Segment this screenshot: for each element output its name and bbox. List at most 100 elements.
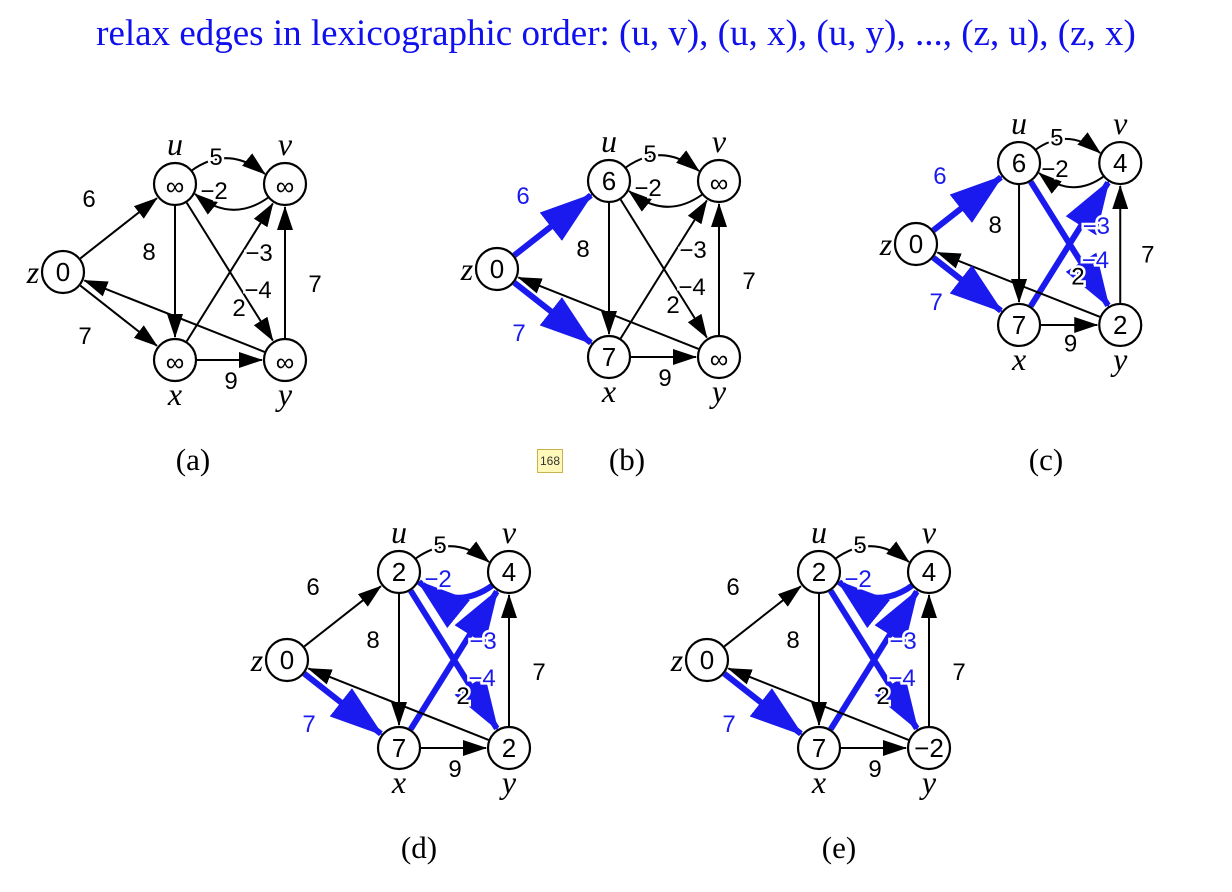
- edge-weight-y-v: 7: [308, 271, 321, 298]
- edge-weight-u-y: −4: [888, 665, 915, 692]
- node-value-y: −2: [914, 733, 944, 763]
- edge-weight-u-v: 5: [643, 141, 656, 168]
- edge-y-z: [936, 251, 1101, 318]
- node-label-y: y: [499, 764, 517, 800]
- node-y: [906, 725, 952, 771]
- edge-weight-x-y: 9: [868, 756, 881, 783]
- node-x: [996, 302, 1042, 348]
- edge-weight-u-v: 5: [1050, 125, 1063, 152]
- node-value-v: 4: [922, 557, 936, 587]
- edge-weight-y-v: 7: [1141, 241, 1154, 268]
- node-value-x: ∞: [166, 347, 185, 377]
- edge-weight-z-u: 6: [516, 183, 529, 210]
- edge-weight-u-v: 5: [433, 532, 446, 559]
- edge-weight-u-x: 8: [988, 212, 1001, 239]
- edge-z-x: [79, 284, 158, 347]
- edge-weight-u-x: 8: [366, 627, 379, 654]
- node-label-v: v: [278, 126, 293, 162]
- node-label-z: z: [460, 251, 474, 287]
- node-label-u: u: [1011, 105, 1027, 141]
- edge-weight-x-v: −3: [469, 628, 496, 655]
- edge-weight-v-u: −2: [424, 566, 451, 593]
- edge-weight-x-v: −3: [245, 240, 272, 267]
- node-u: [376, 549, 422, 595]
- node-value-v: 4: [1113, 148, 1127, 178]
- node-label-y: y: [709, 373, 727, 409]
- edge-weight-y-v: 7: [952, 659, 965, 686]
- node-u: [586, 158, 632, 204]
- edge-weight-y-z: 2: [876, 683, 889, 710]
- node-z: [893, 221, 939, 267]
- node-x: [796, 725, 842, 771]
- node-x: [586, 334, 632, 380]
- edge-x-v: [1028, 179, 1111, 308]
- panel-caption-e: (e): [822, 830, 856, 865]
- node-label-x: x: [601, 373, 616, 409]
- edge-weight-v-u: −2: [200, 178, 227, 205]
- edge-weight-u-y: −4: [244, 277, 271, 304]
- node-label-u: u: [811, 514, 827, 550]
- node-label-v: v: [712, 123, 727, 159]
- edge-weight-u-v: 5: [209, 144, 222, 171]
- node-v: [486, 549, 532, 595]
- node-value-z: 0: [909, 229, 923, 259]
- edge-weight-x-y: 9: [224, 368, 237, 395]
- node-value-z: 0: [700, 645, 714, 675]
- node-label-x: x: [1011, 341, 1026, 377]
- node-value-v: ∞: [710, 168, 729, 198]
- edge-weight-x-y: 9: [658, 365, 671, 392]
- edge-y-z: [83, 279, 265, 353]
- node-label-y: y: [275, 376, 293, 412]
- edge-weight-z-u: 6: [933, 163, 946, 190]
- node-value-z: 0: [56, 257, 70, 287]
- edge-weight-z-u: 6: [82, 186, 95, 213]
- node-z: [264, 637, 310, 683]
- edge-weight-z-x: 7: [722, 711, 735, 738]
- node-label-z: z: [250, 642, 264, 678]
- node-value-u: 6: [602, 166, 616, 196]
- node-label-z: z: [26, 254, 40, 290]
- node-label-u: u: [167, 126, 183, 162]
- node-v: [696, 158, 742, 204]
- node-label-x: x: [391, 764, 406, 800]
- node-label-y: y: [919, 764, 937, 800]
- edge-weight-y-z: 2: [666, 292, 679, 319]
- node-z: [474, 246, 520, 292]
- edge-weight-x-y: 9: [448, 756, 461, 783]
- edge-weight-v-u: −2: [634, 175, 661, 202]
- edge-z-x: [722, 671, 804, 737]
- node-x: [152, 337, 198, 383]
- node-label-x: x: [811, 764, 826, 800]
- edge-weight-u-v: 5: [853, 532, 866, 559]
- edge-weight-y-z: 2: [1071, 263, 1084, 290]
- edge-x-v: [828, 588, 920, 731]
- node-value-x: 7: [602, 342, 616, 372]
- slide-number-badge: 168: [537, 449, 563, 473]
- node-value-u: 6: [1012, 148, 1026, 178]
- node-value-y: 2: [1113, 310, 1127, 340]
- node-label-v: v: [922, 514, 937, 550]
- node-value-u: 2: [812, 557, 826, 587]
- edge-u-v: [190, 153, 266, 175]
- node-label-z: z: [670, 642, 684, 678]
- edge-x-v: [408, 588, 500, 731]
- edge-y-z: [517, 276, 699, 350]
- edge-weight-v-u: −2: [844, 566, 871, 593]
- node-y: [262, 337, 308, 383]
- node-value-y: ∞: [710, 344, 729, 374]
- node-value-u: 2: [392, 557, 406, 587]
- edge-v-u: [194, 193, 270, 215]
- panel-caption-b: (b): [609, 442, 645, 477]
- edge-weight-u-y: −4: [1082, 247, 1109, 274]
- node-label-v: v: [502, 514, 517, 550]
- panel-caption-d: (d): [401, 830, 437, 865]
- edge-weight-z-u: 6: [306, 574, 319, 601]
- edge-z-u: [931, 174, 1004, 233]
- edge-x-v: [185, 202, 274, 342]
- edge-z-x: [931, 255, 1004, 314]
